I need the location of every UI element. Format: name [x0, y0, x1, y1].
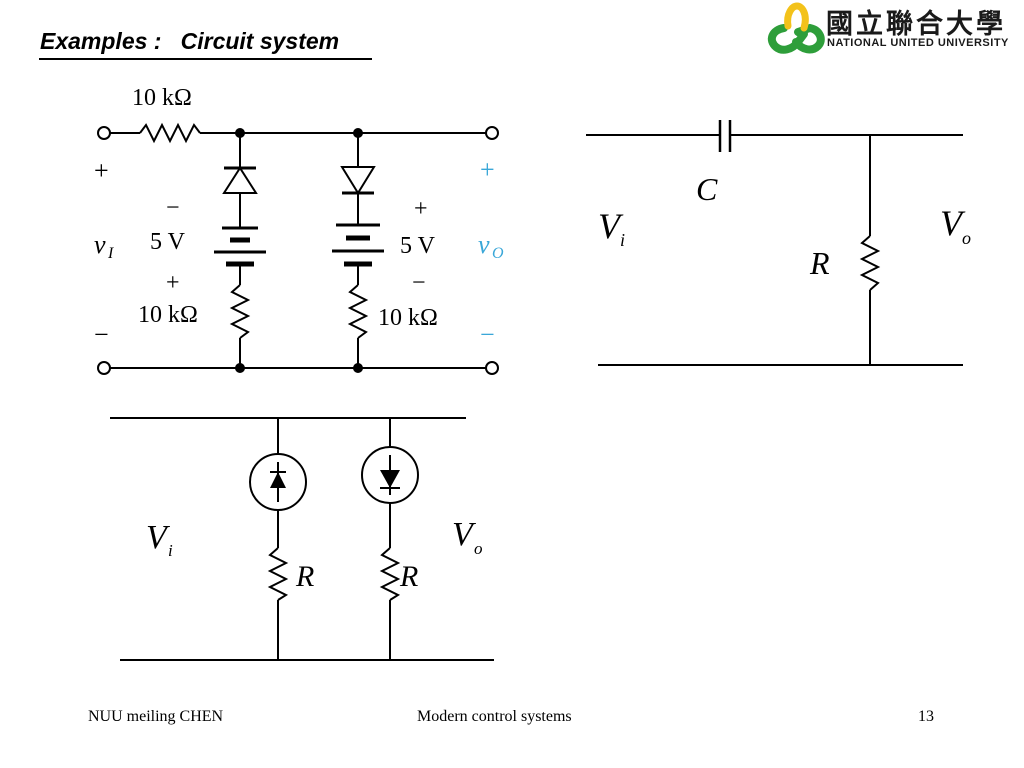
diode-left — [222, 166, 258, 194]
label-left-batt-v: 5 V — [150, 229, 186, 255]
terminal-out-bottom — [485, 361, 499, 375]
resistor-top — [139, 122, 201, 144]
label-right-batt-v: 5 V — [400, 233, 436, 259]
label-left-r: 10 kΩ — [138, 302, 198, 328]
label-c: C — [696, 171, 718, 207]
terminal-in-top — [97, 126, 111, 140]
label-vi: V — [598, 206, 624, 246]
label-r-top: 10 kΩ — [132, 85, 192, 111]
label-output-v: v — [478, 230, 490, 259]
label-minus-out: − — [480, 320, 495, 349]
label-output-sub: O — [492, 245, 504, 262]
resistor-r — [859, 235, 881, 291]
university-logo — [762, 0, 1024, 60]
label-input-sub: I — [107, 245, 114, 262]
circuit-3: V i V o R R — [110, 417, 494, 661]
label-left-batt-plus: + — [166, 270, 180, 296]
label-right-r: 10 kΩ — [378, 305, 438, 331]
footer-author: NUU meiling CHEN — [88, 708, 224, 725]
label-input-v: v — [94, 230, 106, 259]
logo-mark-icon — [767, 2, 825, 54]
label-vo-sub: o — [962, 228, 971, 248]
slide-title: Examples : Circuit system — [40, 28, 340, 54]
label-vi-sub: i — [620, 230, 625, 250]
resistor-right — [347, 284, 369, 339]
label-minus-in: − — [94, 320, 109, 349]
footer-page-number: 13 — [918, 708, 934, 725]
label-plus-out: + — [480, 155, 495, 184]
title-underline — [39, 58, 372, 60]
circuit-2: C V i V o R — [586, 120, 971, 366]
label-left-batt-minus: − — [166, 195, 180, 221]
label-r-left-3: R — [295, 560, 314, 593]
label-right-batt-minus: − — [412, 270, 426, 296]
logo-chinese-text: 國立聯合大學 — [826, 9, 1006, 40]
resistor-r-right — [379, 547, 401, 601]
label-right-batt-plus: + — [414, 196, 428, 222]
terminal-out-top — [485, 126, 499, 140]
resistor-left — [229, 284, 251, 339]
label-vi-sub-3: i — [168, 541, 173, 560]
resistor-r-left — [267, 547, 289, 601]
terminal-in-bottom — [97, 361, 111, 375]
label-vo: V — [940, 203, 966, 243]
label-r-right-3: R — [399, 560, 418, 593]
circuit-diagrams: 10 kΩ + − v I − 5 V + 10 kΩ + 5 V − 10 k… — [94, 85, 971, 661]
diode-right — [340, 166, 376, 195]
label-vo-sub-3: o — [474, 539, 483, 558]
label-r: R — [809, 245, 830, 281]
label-plus-in: + — [94, 156, 109, 185]
footer-course: Modern control systems — [417, 708, 572, 725]
logo-english-text: NATIONAL UNITED UNIVERSITY — [827, 37, 1009, 49]
circuit-1: 10 kΩ + − v I − 5 V + 10 kΩ + 5 V − 10 k… — [94, 85, 504, 375]
